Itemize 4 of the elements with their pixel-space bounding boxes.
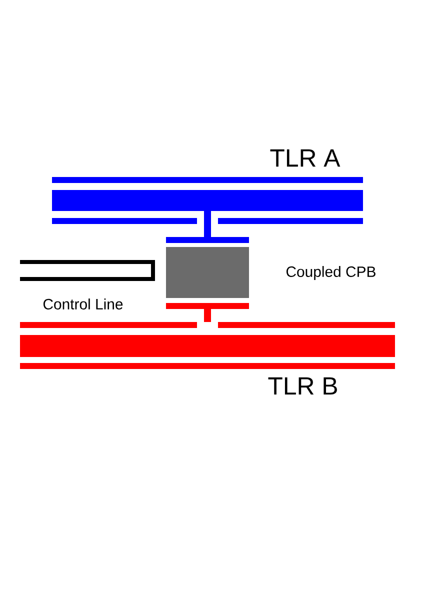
text-label: TLR A — [270, 149, 340, 167]
text-label: Control Line — [43, 298, 123, 310]
text-label: TLR B — [268, 377, 337, 395]
text-label: Coupled CPB — [286, 266, 376, 280]
